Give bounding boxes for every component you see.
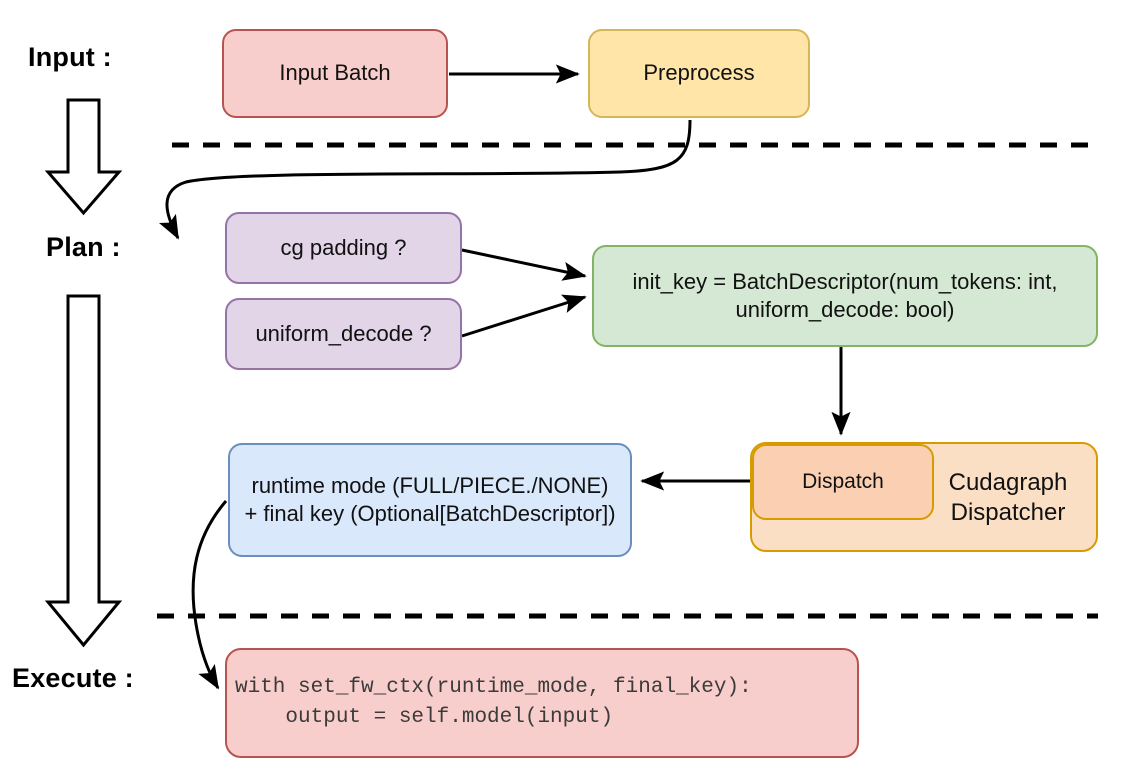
code-line-1: with set_fw_ctx(runtime_mode, final_key)… [235,675,752,699]
stage-label-input: Input : [28,42,112,72]
node-dispatch[interactable]: Dispatch [752,444,934,520]
node-runtime-mode[interactable]: runtime mode (FULL/PIECE./NONE) + final … [228,443,632,557]
connector-runtime-mode-to-code [191,500,228,690]
code-line-2: output = self.model(input) [235,706,614,729]
node-init-key[interactable]: init_key = BatchDescriptor(num_tokens: i… [592,245,1098,347]
node-preprocess[interactable]: Preprocess [588,29,810,118]
stage-label-plan: Plan : [46,232,121,262]
cudagraph-dispatcher-label: Cudagraph Dispatcher [948,469,1068,526]
stage-arrow-input-plan [44,98,123,216]
node-cg-padding[interactable]: cg padding ? [225,212,462,284]
connector-uniform-decode-to-init-key [461,294,587,338]
node-input-batch[interactable]: Input Batch [222,29,448,118]
node-uniform-decode[interactable]: uniform_decode ? [225,298,462,370]
connector-cg-padding-to-init-key [461,248,587,281]
stage-label-execute: Execute : [12,663,134,693]
node-code-block[interactable]: with set_fw_ctx(runtime_mode, final_key)… [225,648,859,758]
stage-arrow-plan-execute [44,294,123,648]
